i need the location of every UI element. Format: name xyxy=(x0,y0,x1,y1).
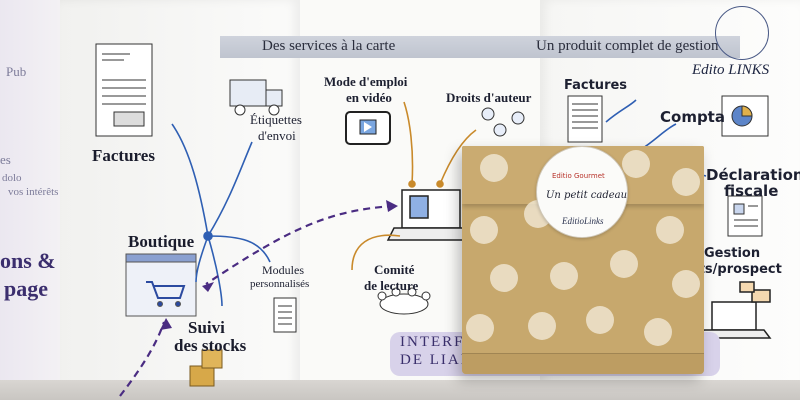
label-factures-left: Factures xyxy=(92,146,155,165)
crm-laptop-icon xyxy=(696,281,772,339)
modules-document-icon xyxy=(273,297,297,333)
tax-form-icon xyxy=(727,195,763,237)
header-right-title: Un produit complet de gestion xyxy=(536,38,719,54)
bag-dot xyxy=(550,262,578,290)
orange-connection-arrows xyxy=(351,101,477,271)
authors-people-icon xyxy=(481,107,525,137)
left-big-text-2: page xyxy=(4,276,48,301)
label-droits-auteur: Droits d'auteur xyxy=(446,90,532,105)
label-comite-1: Comité xyxy=(374,262,415,277)
bag-dot xyxy=(466,314,494,342)
left-fragment-2: dolo xyxy=(2,172,22,184)
left-fragment-3: vos intérêts xyxy=(8,186,59,198)
accounting-pie-chart-icon xyxy=(721,95,769,137)
bag-dot xyxy=(672,270,700,298)
gift-sticker xyxy=(536,146,628,238)
video-tablet-icon xyxy=(345,111,391,145)
sticker-brand-text: EditioLinks xyxy=(562,216,604,226)
label-declaration-1: Déclaration xyxy=(706,166,800,184)
bag-dot xyxy=(586,306,614,334)
label-suivi-2: des stocks xyxy=(174,336,247,355)
sticker-main-text: Un petit cadeau xyxy=(546,190,628,201)
label-mode-emploi-1: Mode d'emploi xyxy=(324,74,408,89)
bag-dot xyxy=(622,150,650,178)
bag-dot xyxy=(644,318,672,346)
label-modules-1: Modules xyxy=(262,263,304,277)
invoice-receipt-icon xyxy=(567,95,603,143)
bag-dot xyxy=(470,216,498,244)
label-comite-2: de lecture xyxy=(364,278,419,293)
bag-dot xyxy=(656,216,684,244)
bag-dot xyxy=(610,250,638,278)
gift-bag-fold xyxy=(462,353,704,374)
header-left-title: Des services à la carte xyxy=(262,38,396,54)
label-compta: Compta xyxy=(660,108,725,126)
label-suivi-1: Suivi xyxy=(188,318,225,337)
bag-dot xyxy=(490,264,518,292)
laptop-icon xyxy=(386,189,478,241)
reading-committee-icon xyxy=(377,287,431,315)
blue-connection-arrows xyxy=(171,99,707,307)
left-fragment-1: es xyxy=(0,152,11,167)
left-big-text-1: ons & xyxy=(0,248,56,273)
label-gestion-1: Gestion xyxy=(704,246,761,261)
brand-logo-text: Edito LINKS xyxy=(692,62,770,78)
label-modules-2: personnalisés xyxy=(250,278,310,290)
delivery-truck-icon xyxy=(229,79,283,116)
brochure-panel-left xyxy=(0,0,60,400)
label-boutique: Boutique xyxy=(128,232,195,251)
stock-boxes-icon xyxy=(189,349,223,387)
label-etiquettes-2: d'envoi xyxy=(258,128,296,143)
header-bar-left xyxy=(220,36,540,58)
left-pub-text: Pub xyxy=(6,64,27,79)
label-etiquettes-1: Étiquettes xyxy=(250,112,302,127)
bag-dot xyxy=(528,312,556,340)
label-factures-right: Factures xyxy=(564,78,628,93)
shop-cart-screen-icon xyxy=(125,253,197,317)
brand-logo-emblem xyxy=(715,6,769,60)
bag-dot xyxy=(480,154,508,182)
header-bar-right xyxy=(540,36,740,58)
invoice-sheet-icon xyxy=(95,43,153,137)
bag-dot xyxy=(672,168,700,196)
sticker-tag-text: Editio Gourmet xyxy=(552,172,605,180)
label-mode-emploi-2: en vidéo xyxy=(346,90,392,105)
label-declaration-2: fiscale xyxy=(724,182,779,200)
purple-arrow-heads xyxy=(160,200,398,330)
